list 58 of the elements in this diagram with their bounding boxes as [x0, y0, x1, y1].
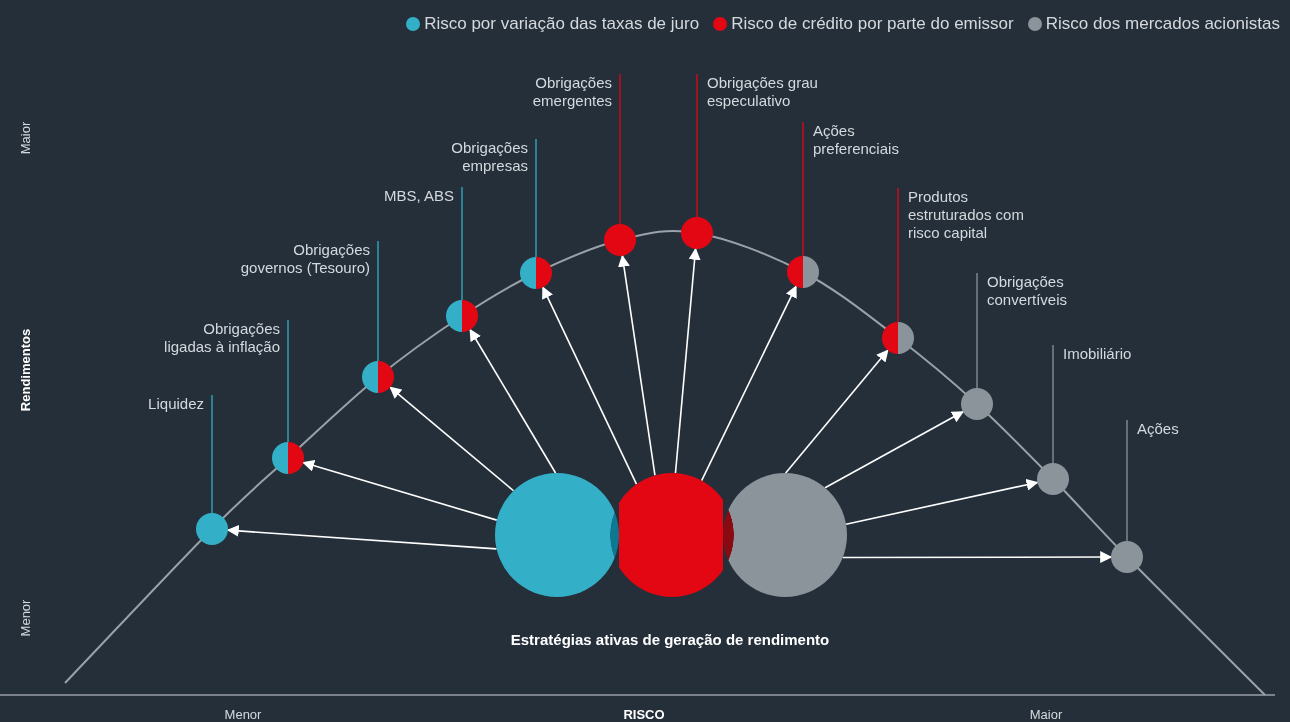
asset-dot	[681, 217, 713, 249]
arrow	[469, 328, 557, 474]
leader-line	[1052, 344, 1054, 464]
split-dot	[362, 361, 394, 393]
asset-label: MBS, ABS	[383, 187, 462, 205]
arrow	[841, 551, 1113, 564]
asset-label: Obrigações emergentes	[517, 74, 620, 110]
caption-text: Estratégias ativas de geração de rendimento	[510, 630, 830, 648]
leader-line	[802, 121, 804, 257]
arrow	[824, 410, 965, 489]
arrow	[389, 386, 515, 492]
leader-line	[211, 394, 213, 514]
asset-label: Produtos estruturados com risco capital	[898, 188, 1033, 242]
leader-line	[976, 272, 978, 389]
arrow	[845, 478, 1039, 526]
asset-dot	[1037, 463, 1069, 495]
asset-label: Obrigações governos (Tesouro)	[238, 241, 378, 277]
leader-line	[1126, 419, 1128, 542]
split-dot	[520, 257, 552, 289]
arrow	[302, 459, 498, 521]
leader-line	[696, 73, 698, 218]
asset-label: Obrigações convertíveis	[977, 273, 1087, 309]
legend-text: Risco dos mercados acionistas	[1045, 14, 1280, 34]
arrow	[784, 349, 889, 474]
arrow	[618, 254, 656, 477]
axis-label: Maior	[1029, 706, 1063, 722]
arrow	[700, 285, 797, 482]
leader-line	[535, 138, 537, 258]
legend-text: Risco de crédito por parte do emissor	[731, 14, 1014, 34]
asset-dot	[196, 513, 228, 545]
split-dot	[882, 322, 914, 354]
arrow	[226, 524, 498, 550]
leader-line	[287, 319, 289, 443]
split-dot	[446, 300, 478, 332]
leader-line	[619, 73, 621, 225]
asset-dot	[961, 388, 993, 420]
asset-label: Imobiliário	[1053, 345, 1132, 363]
leader-line	[897, 187, 899, 323]
axis-label: Menor	[17, 599, 33, 637]
split-dot	[272, 442, 304, 474]
asset-label: Liquidez	[148, 395, 212, 413]
leader-line	[461, 186, 463, 301]
arrow	[674, 247, 701, 474]
axis-label: Maior	[17, 121, 33, 155]
asset-label: Obrigações grau especulativo	[697, 74, 832, 110]
axis-title: Rendimentos	[17, 328, 33, 412]
axis-title: RISCO	[623, 706, 665, 722]
asset-label: Ações	[1127, 420, 1179, 438]
leader-line	[377, 240, 379, 362]
split-dot	[787, 256, 819, 288]
asset-dot	[1111, 541, 1143, 573]
asset-label: Obrigações empresas	[438, 139, 536, 175]
asset-label: Ações preferenciais	[803, 122, 913, 158]
axis-label: Menor	[224, 706, 262, 722]
legend-text: Risco por variação das taxas de juro	[424, 14, 700, 34]
arrow	[542, 286, 638, 485]
asset-label: Obrigações ligadas à inflação	[155, 320, 288, 356]
asset-dot	[604, 224, 636, 256]
